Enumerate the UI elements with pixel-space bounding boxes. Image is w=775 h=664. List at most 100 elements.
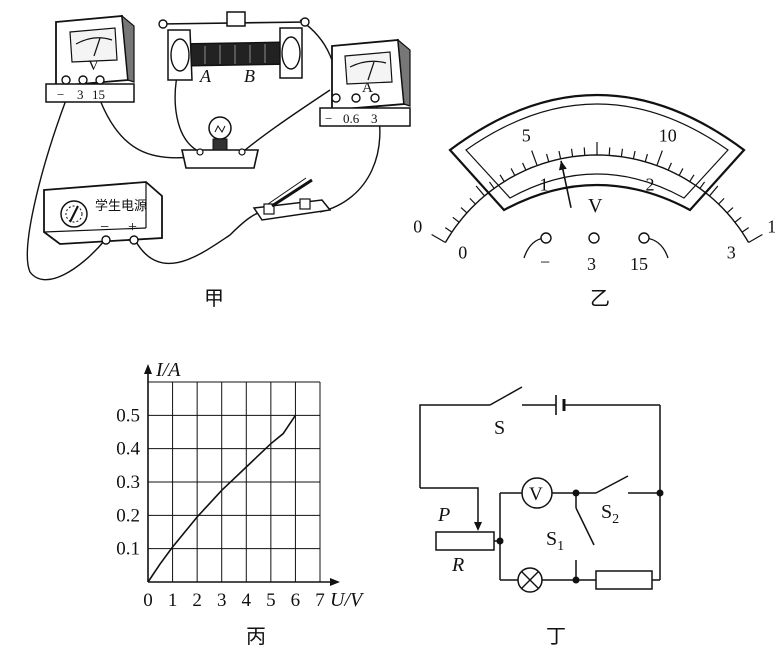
x-tick-label: 7 [315, 590, 325, 611]
rheostat-r [435, 531, 495, 551]
junction-dot [496, 537, 504, 545]
rheostat-r-label: R [451, 554, 464, 576]
wire-voltmeter-minus-to-supply [26, 99, 106, 281]
dial-terminal-3: 3 [587, 254, 596, 274]
y-axis-label: I/A [155, 359, 181, 381]
x-tick-label: 6 [291, 590, 301, 611]
power-supply-label: 学生电源 [95, 198, 147, 214]
switch-s1-blade [575, 507, 595, 546]
dial-terminals: − 3 15 [523, 232, 669, 274]
voltmeter-terminal-minus: − [57, 87, 64, 102]
junction-dot [572, 576, 580, 584]
rheostat-end-a: A [199, 66, 212, 86]
x-tick-label: 4 [242, 590, 252, 611]
dial-tick [678, 168, 684, 176]
chart-axes [144, 364, 340, 586]
dial-tick [558, 150, 562, 159]
dial-tick [667, 162, 672, 171]
dial-tick [522, 162, 527, 171]
switch-s2-blade [595, 475, 629, 494]
jia-switch [252, 177, 332, 221]
voltmeter-terminal-3: 3 [77, 87, 84, 102]
switch-s-label: S [494, 417, 505, 439]
power-terminal-minus: − [100, 219, 109, 236]
dial-tick [608, 147, 611, 156]
caption-yi: 乙 [590, 286, 610, 310]
wire-rheostat-top-to-ammeter [299, 19, 337, 93]
dial-tick [499, 174, 505, 182]
dial-tick [444, 227, 453, 233]
junction-dot [572, 489, 580, 497]
x-tick-label: 1 [168, 590, 178, 611]
inner-scale-label: 0 [458, 243, 467, 263]
power-terminal-plus: + [128, 219, 137, 236]
slider-arrow-icon [474, 522, 482, 531]
dial-tick [452, 216, 460, 223]
dial-tick [741, 227, 750, 233]
dial-tick [469, 197, 476, 205]
outer-scale-label: 15 [767, 217, 775, 237]
inner-scale-label: 1 [539, 174, 548, 194]
y-tick-label: 0.3 [116, 472, 140, 493]
dial-tick [460, 207, 468, 214]
jia-ammeter: A − 0.6 3 [319, 38, 411, 127]
dial-tick [570, 148, 574, 157]
y-tick-label: 0.1 [116, 539, 140, 560]
dial-terminal-minus: − [540, 252, 550, 272]
y-tick-labels: 0.10.20.30.40.5 [116, 405, 140, 559]
rheostat-end-b: B [244, 66, 255, 86]
ammeter-terminal-0-6: 0.6 [343, 111, 360, 126]
voltmeter-terminal-15: 15 [92, 87, 105, 102]
dial-tick [531, 150, 538, 166]
x-axis-label: U/V [330, 589, 365, 611]
dial-tick [689, 174, 695, 182]
dial-outer-labels: 0 5 10 15 [413, 125, 775, 236]
caption-bing: 丙 [246, 624, 266, 648]
dial-tick [709, 185, 719, 197]
dial-ticks [431, 142, 763, 244]
x-axis-arrow-icon [330, 578, 340, 586]
dial-tick [734, 216, 742, 223]
dial-tick [699, 181, 706, 189]
outer-scale-label: 0 [413, 217, 422, 237]
voltmeter-symbol: V [88, 58, 99, 74]
dial-tick [644, 153, 649, 162]
chart-grid [148, 381, 321, 582]
x-tick-label: 2 [192, 590, 202, 611]
panel-jia-apparatus: V − 3 15 A B [26, 11, 411, 310]
junction-dot [656, 489, 664, 497]
dial-tick [656, 150, 663, 166]
x-tick-label: 0 [143, 590, 153, 611]
switch-s1-label: S1 [546, 528, 564, 554]
dial-tick [726, 207, 734, 214]
inner-scale-label: 2 [646, 174, 655, 194]
iu-curve [147, 414, 297, 583]
dial-tick [748, 233, 763, 244]
outer-scale-label: 10 [659, 125, 677, 145]
jia-rheostat: A B [158, 11, 310, 86]
panel-ding-circuit: V S S2 S1 P R 丁 [419, 386, 664, 648]
outer-scale-label: 5 [522, 125, 531, 145]
dial-tick [718, 197, 725, 205]
dial-tick [475, 185, 485, 197]
dial-inner-labels: 0 1 2 3 [458, 174, 735, 262]
caption-ding: 丁 [546, 624, 566, 648]
y-tick-label: 0.5 [116, 405, 140, 426]
jia-bulb [181, 116, 259, 169]
dial-tick [545, 153, 550, 162]
switch-s-blade [489, 386, 523, 406]
ammeter-terminal-minus: − [325, 111, 332, 126]
fixed-resistor [595, 570, 653, 590]
ding-voltmeter-label: V [529, 484, 543, 505]
dial-tick [488, 181, 495, 189]
dial-tick [632, 150, 636, 159]
wire-supply-plus-to-switch [134, 209, 269, 265]
y-tick-label: 0.2 [116, 505, 140, 526]
dial-tick [431, 233, 446, 244]
switch-s2-label: S2 [601, 501, 619, 527]
y-axis-arrow-icon [144, 364, 152, 374]
slider-p-label: P [437, 504, 450, 526]
